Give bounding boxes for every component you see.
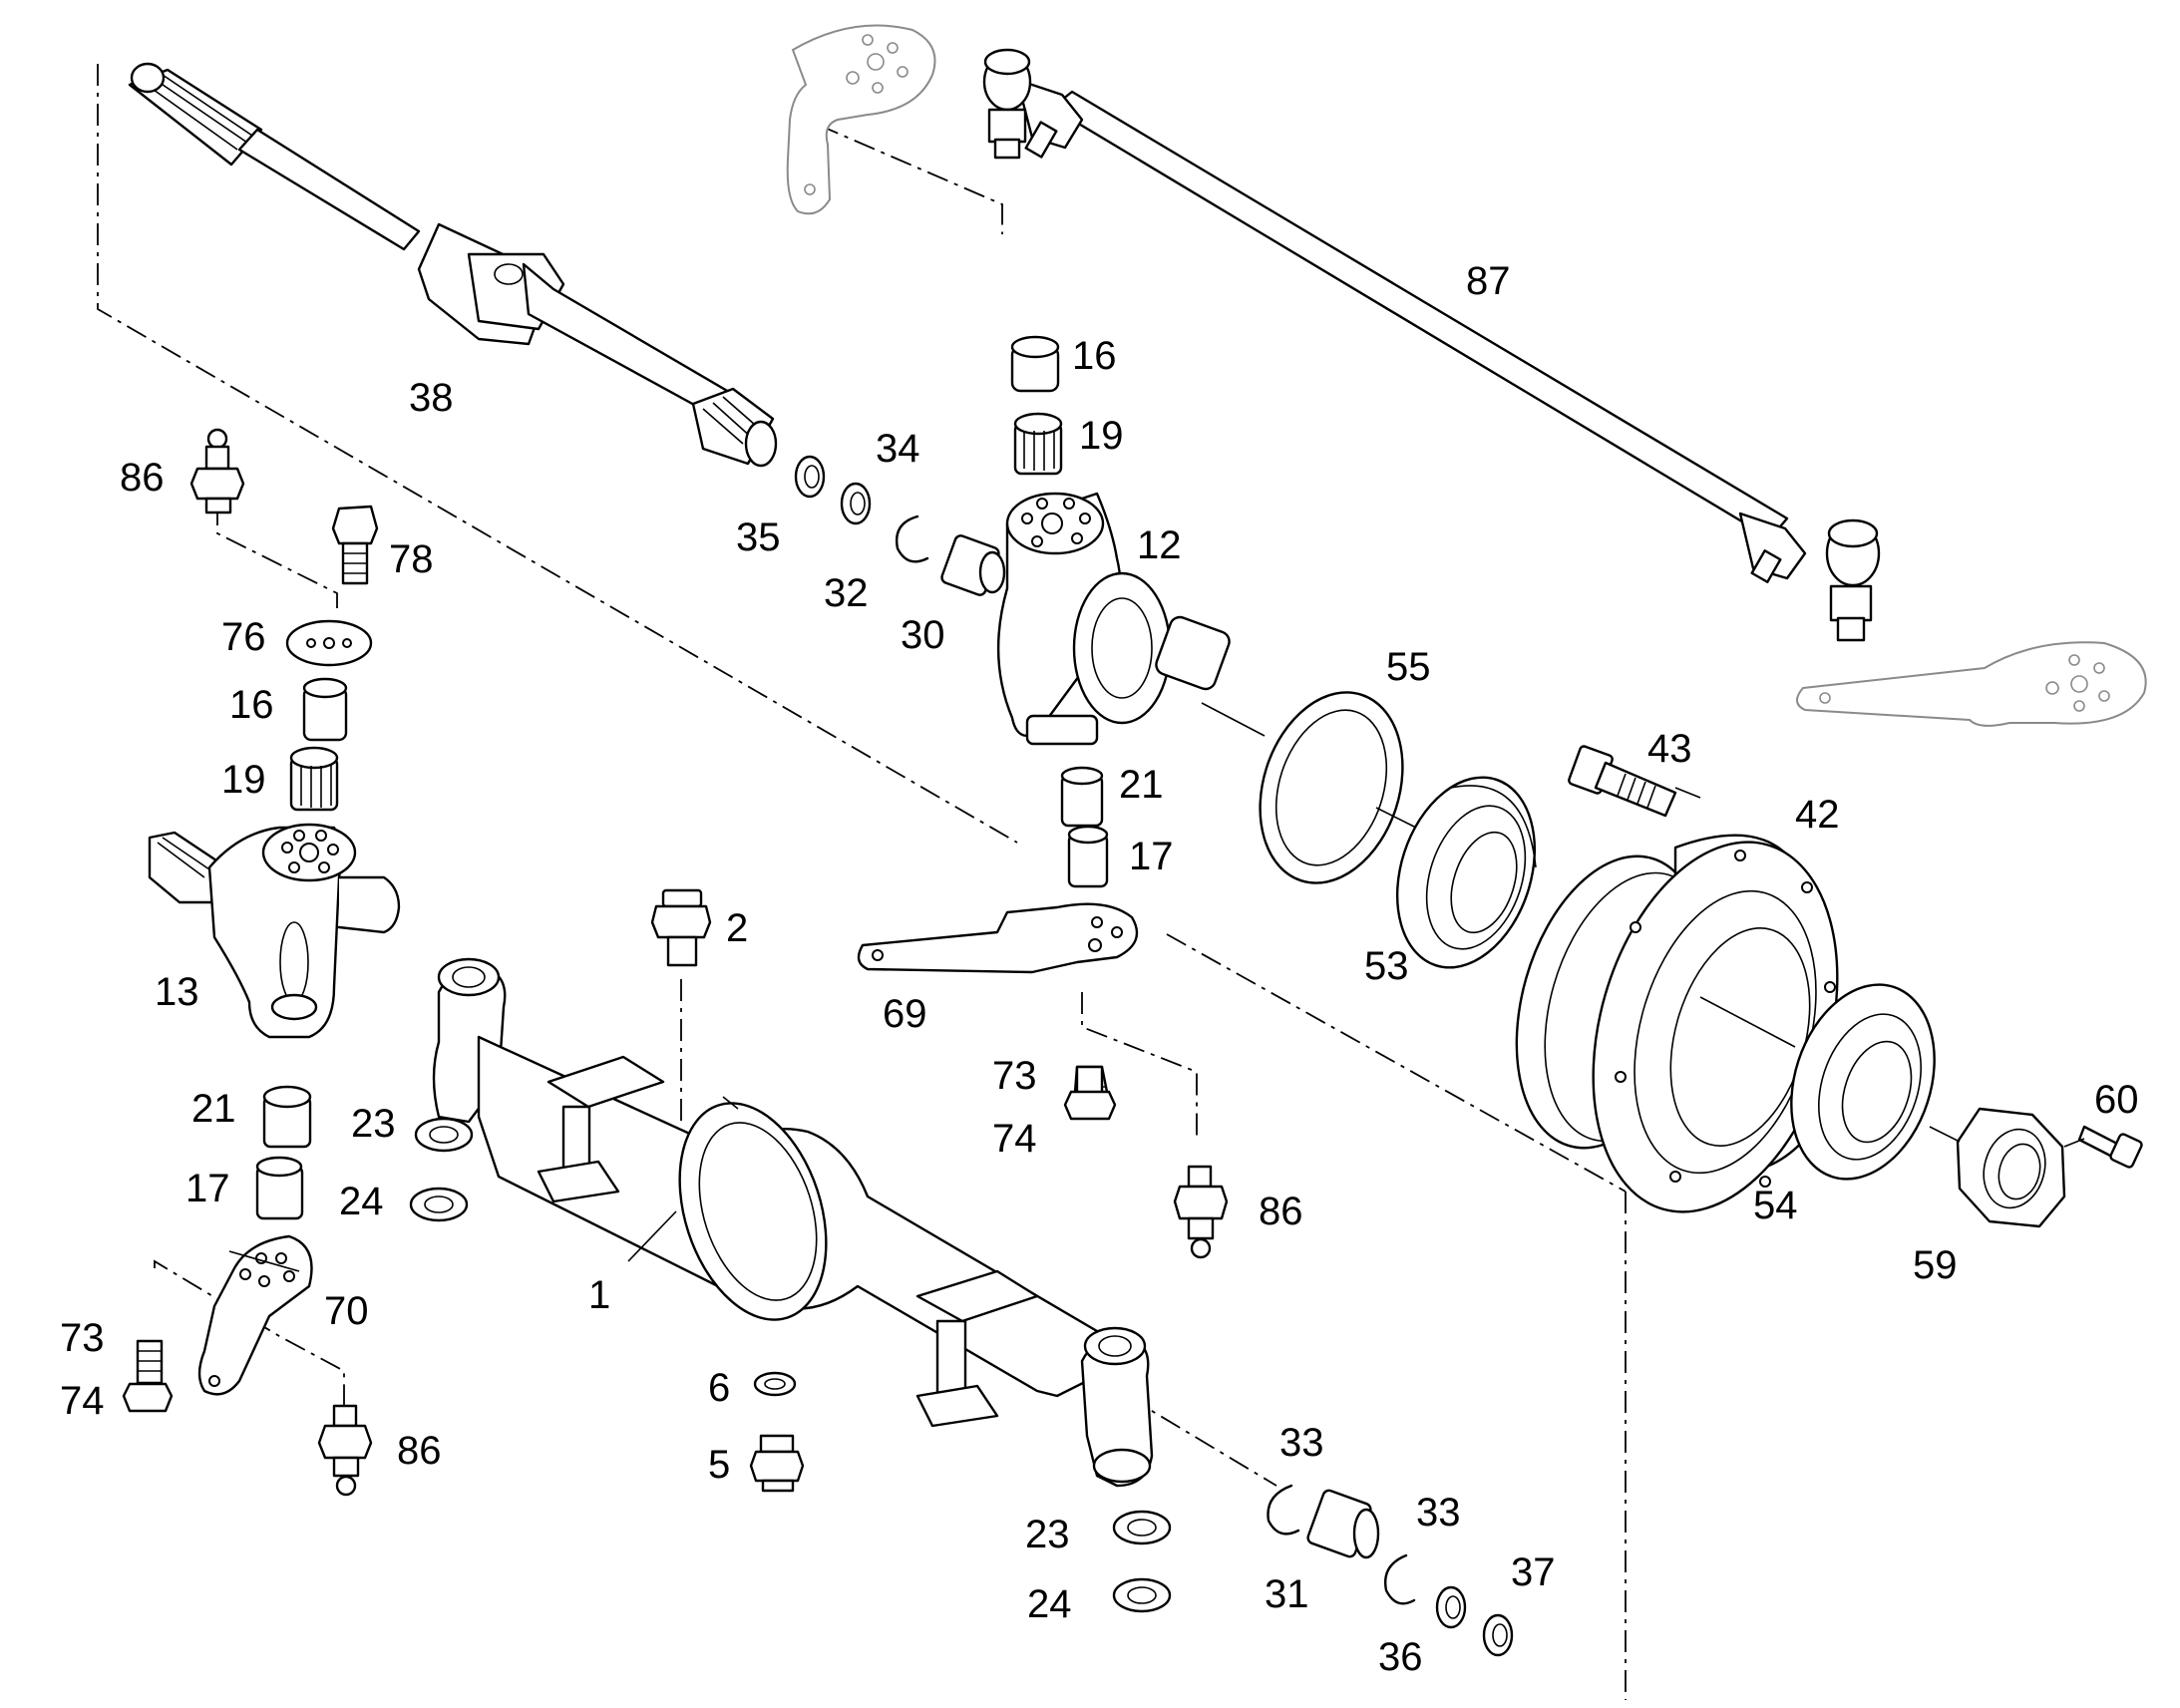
assembly-lines — [97, 64, 1627, 1700]
part-78-bolt — [331, 505, 379, 585]
part-87-tie-rod — [982, 48, 1881, 642]
part-74-bolt-head-right — [1063, 1090, 1117, 1121]
part-73-bolt-left — [122, 1339, 174, 1413]
callout-38: 38 — [409, 376, 454, 420]
part-13-steering-knuckle-left — [148, 823, 401, 1039]
callout-36: 36 — [1378, 1635, 1423, 1679]
callout-78: 78 — [389, 537, 434, 581]
callout-73: 73 — [60, 1316, 105, 1360]
leader-lines — [627, 1210, 677, 1262]
callout-2: 2 — [726, 906, 748, 950]
seal-rings — [794, 455, 1006, 596]
callout-6: 6 — [708, 1366, 730, 1410]
callout-35: 35 — [736, 515, 781, 559]
part-19-bearing-left — [289, 746, 339, 812]
callout-74: 74 — [60, 1379, 105, 1423]
callout-37: 37 — [1511, 1550, 1556, 1594]
callout-24: 24 — [339, 1180, 384, 1223]
callout-33: 33 — [1279, 1421, 1324, 1465]
callout-59: 59 — [1913, 1243, 1958, 1287]
part-12-steering-knuckle — [996, 335, 1231, 888]
part-60-screw — [2077, 1125, 2143, 1169]
part-54-bearing — [1790, 983, 1936, 1181]
callout-16: 16 — [229, 683, 274, 727]
callout-19: 19 — [1079, 414, 1124, 458]
part-38-drive-shaft — [128, 62, 778, 468]
part-86-grease-fitting-upper-left — [189, 428, 245, 514]
callout-23: 23 — [351, 1102, 396, 1146]
part-6-washer — [753, 1371, 797, 1397]
ghost-steering-arm-lower — [1796, 641, 2147, 727]
part-76-cap — [285, 619, 373, 667]
part-23-washer-left — [414, 1117, 474, 1153]
callout-60: 60 — [2094, 1078, 2139, 1122]
callout-86: 86 — [1259, 1190, 1303, 1233]
part-17-bushing-left — [255, 1156, 304, 1220]
callout-53: 53 — [1364, 944, 1409, 988]
callout-86: 86 — [120, 456, 165, 500]
part-21-bushing-left — [262, 1085, 312, 1149]
callout-23: 23 — [1025, 1513, 1070, 1556]
part-16-bushing-left — [302, 677, 348, 742]
lower-right-rings — [1267, 1484, 1514, 1657]
callout-42: 42 — [1795, 793, 1840, 837]
part-86-grease-fitting-right — [1173, 1165, 1229, 1259]
callout-21: 21 — [191, 1087, 236, 1131]
callout-43: 43 — [1647, 727, 1692, 771]
callout-31: 31 — [1265, 1572, 1309, 1616]
ghost-steering-arm-upper — [786, 24, 936, 215]
callout-70: 70 — [324, 1289, 369, 1333]
callout-74: 74 — [992, 1117, 1037, 1161]
callout-24: 24 — [1027, 1582, 1072, 1626]
axis-lines — [228, 702, 2085, 1272]
part-42-wheel-hub — [1515, 834, 1839, 1213]
callout-21: 21 — [1119, 763, 1164, 807]
part-43-bolt — [1568, 745, 1677, 818]
callout-73: 73 — [992, 1054, 1037, 1098]
callout-69: 69 — [883, 992, 927, 1036]
callout-32: 32 — [824, 571, 869, 615]
part-70-steering-arm-left — [197, 1234, 313, 1396]
callout-13: 13 — [155, 970, 199, 1014]
part-24-washer-left — [409, 1187, 469, 1222]
callout-labels: 87 38 16 19 34 86 78 35 12 32 30 76 55 1… — [60, 259, 2139, 1679]
part-86-grease-fitting-lower-left — [317, 1404, 373, 1497]
callout-19: 19 — [221, 758, 266, 802]
part-2-plug — [650, 888, 712, 967]
callout-17: 17 — [1129, 835, 1174, 878]
callout-5: 5 — [708, 1443, 730, 1487]
part-24-washer-right — [1112, 1577, 1172, 1613]
callout-1: 1 — [588, 1273, 610, 1317]
callout-34: 34 — [876, 427, 920, 471]
part-1-axle-housing — [432, 957, 1154, 1488]
callout-54: 54 — [1753, 1184, 1798, 1227]
callout-55: 55 — [1386, 645, 1431, 689]
part-55-seal — [1259, 691, 1404, 884]
callout-17: 17 — [185, 1167, 230, 1210]
callout-16: 16 — [1072, 334, 1117, 378]
part-23-washer-right — [1112, 1510, 1172, 1545]
part-53-bearing — [1395, 776, 1537, 969]
callout-87: 87 — [1466, 259, 1511, 303]
callout-12: 12 — [1137, 523, 1182, 567]
callout-76: 76 — [221, 615, 266, 659]
part-5-plug — [749, 1434, 805, 1493]
callout-33: 33 — [1416, 1491, 1461, 1535]
callout-86: 86 — [397, 1429, 442, 1473]
part-59-hub-nut — [1956, 1107, 2066, 1228]
callout-30: 30 — [901, 613, 945, 657]
